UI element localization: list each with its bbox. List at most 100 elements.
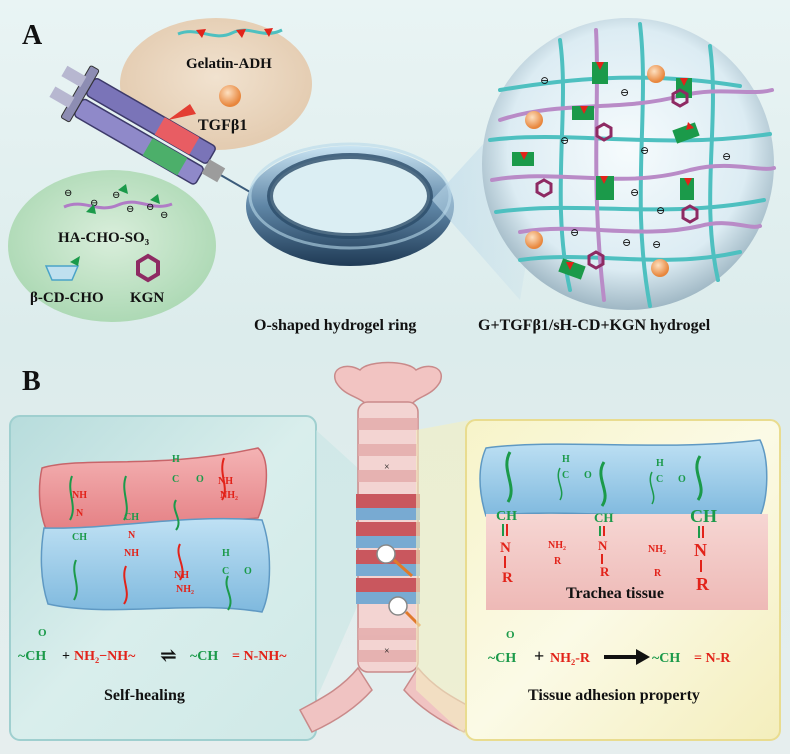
svg-text:×: × — [384, 462, 390, 473]
self-healing-equation: O ~CH + NH₂−NH~ ⇌ ~CH = N-NH~ — [18, 627, 287, 667]
tgf-sphere-icon — [525, 231, 543, 249]
eq-plus: + — [534, 646, 544, 666]
blue-hydrogel-block — [40, 517, 271, 613]
aldehyde-flag-icon — [86, 184, 160, 214]
eq-plus: + — [62, 649, 70, 664]
trachea-tissue-block — [486, 514, 768, 610]
gelatin-label: Gelatin-ADH — [186, 56, 272, 72]
minus-charge: ⊖ — [620, 87, 629, 99]
network-payload: ⊖ ⊖ ⊖ ⊖ ⊖ ⊖ ⊖ ⊖ ⊖ ⊖ — [512, 62, 731, 280]
minus-charge: ⊖ — [722, 151, 731, 163]
ha-bubble — [8, 170, 216, 322]
minus-charge: ⊖ — [630, 187, 639, 199]
panel-a-letter: A — [22, 20, 43, 51]
suture-needle-icon — [388, 596, 408, 616]
hydrogel-ring-hole — [270, 156, 430, 236]
network-caption: G+TGFβ1/sH-CD+KGN hydrogel — [478, 317, 711, 334]
minus-charge: ⊖ — [160, 210, 168, 221]
ch-label: CH — [496, 509, 517, 524]
n-label: N — [76, 508, 84, 519]
ch-label: CH — [72, 532, 87, 543]
adh-marker-icon — [196, 28, 273, 38]
minus-charge: ⊖ — [64, 188, 72, 199]
minus-charge: ⊖ — [656, 205, 665, 217]
tgf-sphere-icon — [651, 259, 669, 277]
ha-negative-charges: ⊖ ⊖ ⊖ ⊖ ⊖ ⊖ — [64, 188, 168, 221]
minus-charge: ⊖ — [126, 204, 134, 215]
cyclodextrin-icon — [44, 265, 80, 281]
c-label: C — [222, 566, 229, 577]
tissue-adhesion-equation: O ~CH + NH₂-R ~CH = N-R — [488, 629, 731, 666]
n-label: N — [128, 530, 136, 541]
eq-o: O — [38, 627, 47, 639]
eq-o: O — [506, 629, 515, 641]
minus-charge: ⊖ — [540, 75, 549, 87]
nh-label: NH — [124, 548, 139, 559]
o-label: O — [196, 474, 204, 485]
panel-b-letter: B — [22, 366, 41, 397]
minus-charge: ⊖ — [112, 190, 120, 201]
ha-label: HA-CHO-SO₃ — [58, 230, 150, 246]
right-chains — [505, 451, 703, 507]
r-label: R — [654, 568, 662, 579]
ring-caption: O-shaped hydrogel ring — [254, 317, 416, 334]
eq-reactant: NH₂−NH~ — [74, 649, 136, 664]
c-label: C — [562, 470, 569, 481]
minus-charge: ⊖ — [90, 198, 98, 209]
left-bronchus — [298, 666, 373, 733]
left-chemistry-labels: NH N CH CH N NH H C O NH NH₂ NH NH₂ H C … — [72, 454, 252, 595]
release-glow — [168, 104, 196, 120]
minus-charge: ⊖ — [640, 145, 649, 157]
eq-product-ch: ~CH — [190, 649, 218, 664]
minus-charge: ⊖ — [652, 239, 661, 251]
eq-left: ~CH — [18, 649, 46, 664]
ch-label: CH — [690, 506, 717, 526]
eq-product-rest: = N-NH~ — [232, 649, 287, 664]
tgf-sphere-icon — [219, 85, 241, 107]
right-zoom-wedge — [416, 420, 470, 740]
ch-label: CH — [594, 510, 614, 525]
minus-charge: ⊖ — [622, 237, 631, 249]
h-label: H — [656, 458, 664, 469]
minus-charge: ⊖ — [560, 135, 569, 147]
n-label: N — [500, 540, 511, 556]
suture-needle-icon — [376, 544, 396, 564]
nh-label: NH — [218, 476, 233, 487]
o-label: O — [584, 470, 592, 481]
aldehyde-chains — [557, 467, 655, 505]
tissue-adhesion-caption: Tissue adhesion property — [528, 687, 700, 704]
eq-arrow: ⇌ — [160, 645, 177, 667]
bond-lines — [502, 524, 704, 572]
kgn-label: KGN — [130, 290, 164, 306]
polymer-network — [488, 22, 776, 308]
left-zoom-wedge — [316, 430, 360, 700]
c-label: C — [656, 474, 663, 485]
cd-label: β-CD-CHO — [30, 290, 104, 306]
tgf-sphere-icon — [525, 111, 543, 129]
h-label: H — [222, 548, 230, 559]
nh2-label: NH₂ — [220, 490, 238, 501]
o-label: O — [244, 566, 252, 577]
blue-hydrogel-block — [479, 439, 768, 518]
svg-text:×: × — [384, 646, 390, 657]
gelatin-chain — [177, 28, 283, 38]
aldehyde-flag-icon — [70, 256, 80, 266]
tgf-sphere-icon — [647, 65, 665, 83]
right-chemistry-labels: H C O H C O NH₂ R NH₂ R — [548, 454, 686, 579]
ha-chain — [63, 200, 173, 210]
nh2-label: NH₂ — [176, 584, 194, 595]
left-chains — [69, 457, 232, 611]
eq-product-rest: = N-R — [694, 651, 731, 666]
eq-product-ch: ~CH — [652, 651, 680, 666]
eq-left: ~CH — [488, 651, 516, 666]
trachea-tissue-label: Trachea tissue — [566, 585, 664, 602]
self-healing-caption: Self-healing — [104, 687, 185, 704]
n-label: N — [598, 538, 608, 553]
minus-charge: ⊖ — [570, 227, 579, 239]
kgn-hexagon-icon — [136, 253, 160, 283]
gelatin-bubble — [120, 18, 312, 150]
o-label: O — [678, 474, 686, 485]
r-label: R — [696, 574, 710, 594]
r-label: R — [600, 564, 610, 579]
